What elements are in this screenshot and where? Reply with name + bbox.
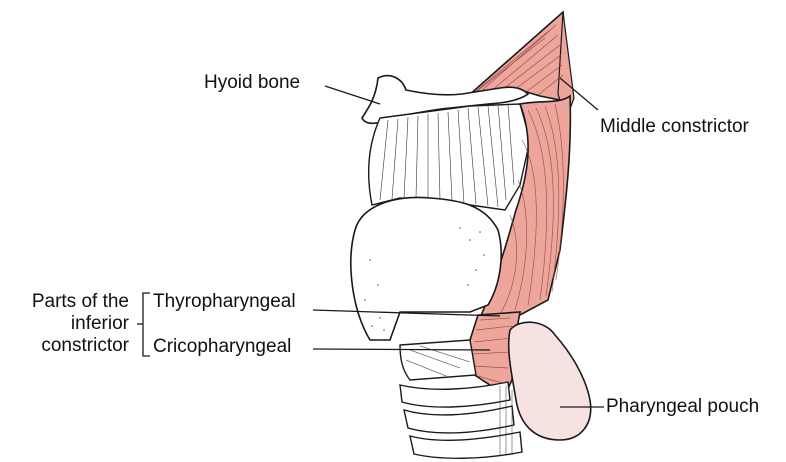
leader-hyoid-bone: [325, 86, 380, 104]
label-inferior: inferior: [71, 313, 129, 335]
pharyngeal-pouch: [509, 322, 591, 440]
label-middle-constrictor: Middle constrictor: [600, 116, 749, 138]
label-pharyngeal-pouch: Pharyngeal pouch: [606, 396, 759, 418]
label-hyoid-bone: Hyoid bone: [204, 72, 300, 94]
thyrohyoid-membrane: [369, 104, 530, 210]
label-constrictor: constrictor: [41, 335, 129, 357]
label-parts-of-the: Parts of the: [32, 291, 129, 313]
inferior-constrictor-bracket: [137, 293, 150, 356]
label-thyropharyngeal: Thyropharyngeal: [153, 291, 296, 313]
label-cricopharyngeal: Cricopharyngeal: [153, 336, 291, 358]
